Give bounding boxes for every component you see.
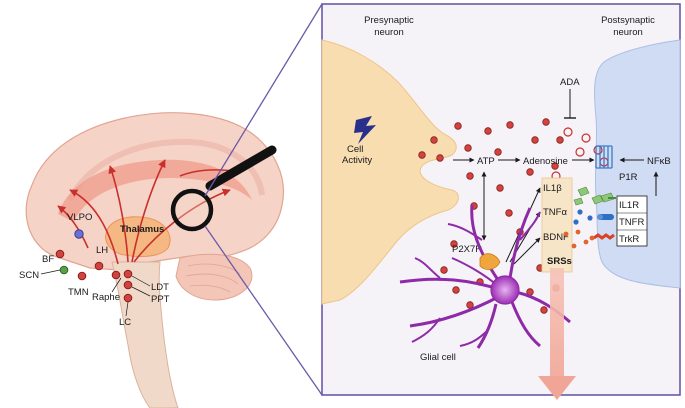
label-tmn: TMN <box>68 287 89 298</box>
cell-activity-line2: Activity <box>342 155 372 166</box>
lc-node <box>123 293 133 303</box>
presynaptic-label-line1: Presynaptic <box>364 15 414 26</box>
label-vlpo: VLPO <box>67 212 92 223</box>
zoom-line-top <box>204 3 323 197</box>
ppt-node <box>123 280 133 290</box>
zoom-line-bottom <box>204 225 323 396</box>
receptor-label-box <box>616 195 648 247</box>
label-ada: ADA <box>560 77 580 88</box>
glial-cell <box>399 204 571 349</box>
brain-illustration: VLPO Thalamus LH BF SCN TMN LDT PPT Raph… <box>19 112 284 408</box>
label-bdnf: BDNF <box>543 232 569 243</box>
scn-node <box>59 265 69 275</box>
label-raphe: Raphe <box>92 292 120 303</box>
magnifying-glass-icon <box>170 145 277 232</box>
lh-node <box>94 261 104 271</box>
tnfa-molecules <box>573 209 593 225</box>
presynaptic-label-line2: neuron <box>374 27 404 38</box>
label-lc: LC <box>119 317 131 328</box>
label-il1b: IL1β <box>543 183 562 194</box>
brain-outline <box>25 112 284 271</box>
postsynaptic-label-line1: Postsynaptic <box>601 15 655 26</box>
presynaptic-neuron <box>321 39 459 305</box>
label-lh: LH <box>96 245 108 256</box>
tmn-node <box>77 271 87 281</box>
label-p1r: P1R <box>619 172 638 183</box>
raphe-node <box>111 270 121 280</box>
label-atp: ATP <box>477 156 495 167</box>
tnfr-receptor-icon <box>597 214 614 220</box>
bf-node <box>55 249 65 259</box>
label-ldt: LDT <box>151 282 169 293</box>
label-nfkb: NFκB <box>647 156 671 167</box>
trkr-receptor-icon <box>589 233 615 241</box>
lightning-bolt-icon <box>354 116 376 144</box>
downward-arrow-icon <box>538 268 576 400</box>
label-thalamus: Thalamus <box>120 224 164 235</box>
p2x7r-receptor-icon <box>479 253 501 270</box>
cell-activity-line1: Cell <box>347 144 363 155</box>
atp-vesicles <box>418 118 564 314</box>
label-bf: BF <box>42 254 54 265</box>
postsynaptic-label-line2: neuron <box>613 27 643 38</box>
il1b-molecules <box>573 186 604 206</box>
postsynaptic-neuron <box>593 39 681 289</box>
label-ppt: PPT <box>151 294 170 305</box>
label-glial-cell: Glial cell <box>420 352 456 363</box>
vlpo-node <box>74 229 84 239</box>
label-trkr: TrkR <box>619 234 639 245</box>
il1r-receptor-icon <box>600 192 616 203</box>
bdnf-molecules <box>563 229 589 249</box>
label-tnfa: TNFα <box>543 207 567 218</box>
label-p2x7r: P2X7R <box>452 244 482 255</box>
label-adenosine: Adenosine <box>523 156 568 167</box>
p1r-receptor-icon <box>595 145 613 169</box>
ldt-node <box>123 269 133 279</box>
label-il1r: IL1R <box>619 200 639 211</box>
label-scn: SCN <box>19 270 39 281</box>
label-tnfr: TNFR <box>619 217 644 228</box>
label-srss: SRSs <box>547 256 572 267</box>
